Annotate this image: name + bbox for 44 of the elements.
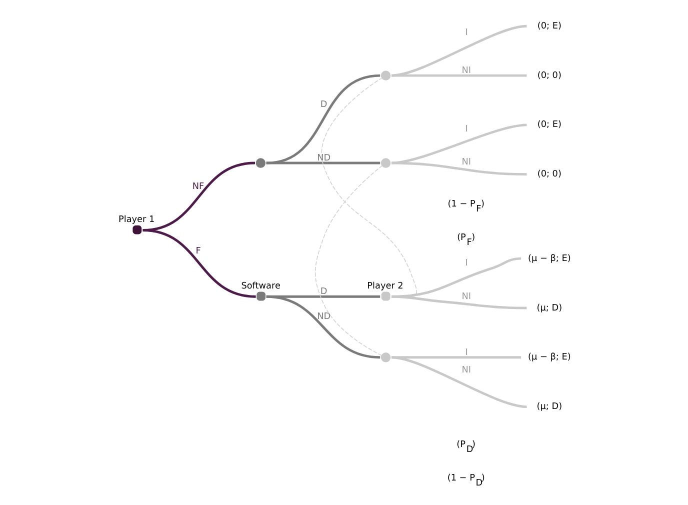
connector (390, 24, 526, 77)
node-text: (μ − β; E) (528, 254, 570, 264)
node-text: (0; 0) (536, 70, 561, 81)
node-circle (132, 225, 142, 234)
node-text: (μ − β; E) (528, 352, 570, 363)
connector (390, 74, 526, 77)
edge-label: D (320, 287, 327, 298)
node-text: (0; E) (536, 120, 561, 130)
connector (320, 78, 417, 298)
node-text: (μ; D) (536, 402, 562, 412)
node-text: (0; 0) (536, 170, 561, 180)
connector (390, 124, 526, 164)
connector (390, 356, 526, 408)
connector (390, 162, 526, 176)
node-circle (255, 158, 266, 168)
node-text: (0; E) (536, 21, 561, 32)
node-label: Player 1 (118, 214, 154, 225)
edge-label: D (320, 100, 327, 110)
edge-label: F (195, 246, 200, 257)
edge-label: NI (461, 292, 471, 302)
connector (390, 295, 526, 310)
edge-label: I (464, 28, 468, 38)
edge-label: NI (461, 157, 471, 168)
node-circle (380, 292, 390, 301)
node-circle (380, 352, 390, 362)
edge-label: I (464, 348, 468, 358)
node-circle (380, 158, 390, 168)
node-text: (μ; D) (536, 303, 562, 314)
connector (142, 162, 255, 232)
edge-label: I (464, 124, 468, 134)
connector (266, 295, 380, 359)
edge-label: ND (316, 312, 330, 322)
connector (266, 74, 380, 164)
edge-label: I (464, 258, 468, 269)
node-label: Player 2 (366, 281, 403, 292)
edge-label: NF (192, 182, 204, 192)
edge-label: ND (316, 153, 330, 164)
node-circle (380, 70, 390, 80)
connector (390, 356, 521, 359)
connector (314, 165, 382, 356)
edge-label: NI (461, 66, 471, 76)
node-label: Software (240, 281, 280, 292)
node-circle (256, 292, 266, 301)
edge-label: NI (461, 366, 471, 376)
